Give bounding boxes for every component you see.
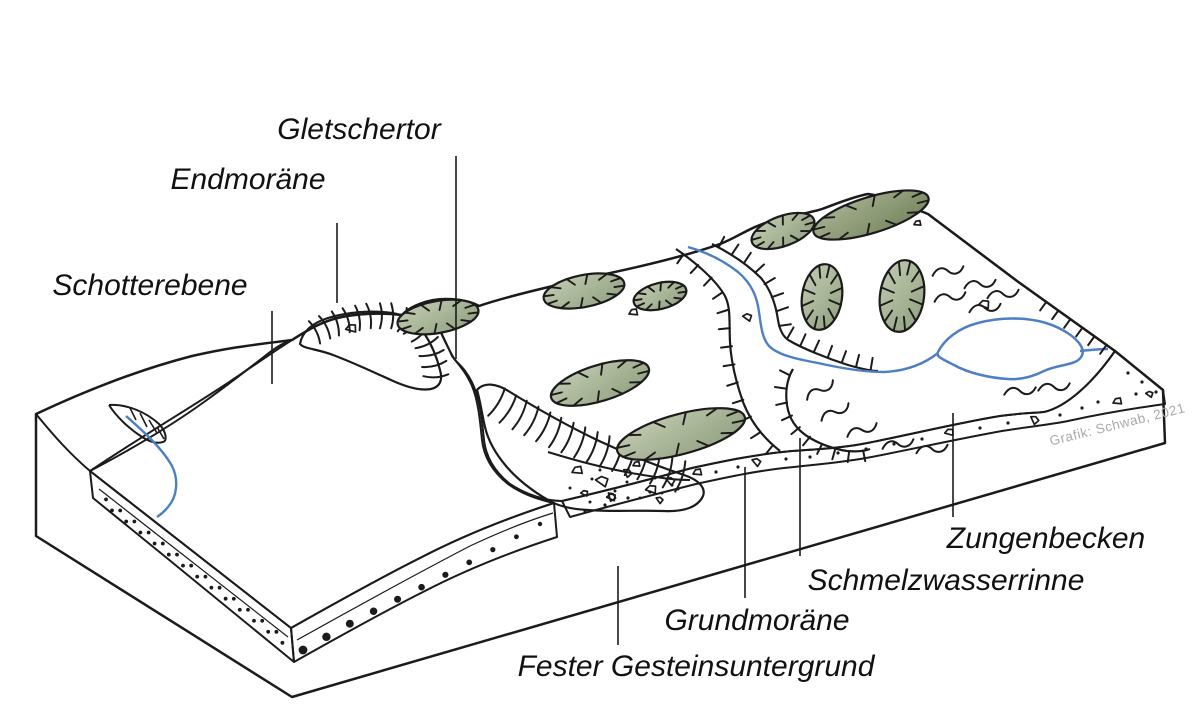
drumlin (396, 298, 480, 336)
label-fester-gesteinsuntergrund: Fester Gesteinsuntergrund (517, 650, 875, 683)
drumlin (878, 259, 926, 333)
label-grundmoraene: Grundmoräne (664, 604, 850, 637)
meltwater-channel (675, 235, 879, 464)
meltwater-notch (108, 403, 167, 444)
outwash-plain (89, 305, 558, 663)
drumlin (542, 272, 626, 310)
label-zungenbecken: Zungenbecken (946, 522, 1146, 555)
left-face-top-edge (35, 413, 91, 472)
label-gletschertor: Gletschertor (277, 113, 441, 146)
drumlin (615, 407, 747, 461)
drumlin (549, 359, 651, 407)
tongue-basin-lake (936, 317, 1084, 381)
drumlin-field (396, 189, 930, 461)
label-schotterebene: Schotterebene (52, 269, 248, 302)
ground-moraine-surface (427, 193, 1116, 502)
label-schmelzwasserrinne: Schmelzwasserrinne (807, 564, 1085, 597)
drumlin (812, 189, 930, 241)
drumlin (800, 263, 844, 331)
label-endmoraene: Endmoräne (170, 163, 326, 196)
slope-hachures (1039, 301, 1107, 355)
drumlin (632, 280, 688, 312)
leader-lines (271, 156, 954, 645)
